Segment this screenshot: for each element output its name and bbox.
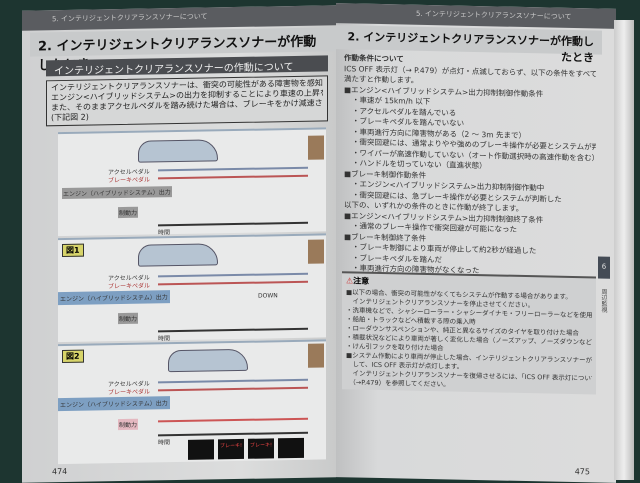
time-axis: [158, 431, 308, 437]
down-label: DOWN: [258, 292, 278, 300]
time-label: 時間: [158, 229, 171, 237]
page-title: 2. インテリジェントクリアランスソナーが作動したとき: [336, 25, 602, 64]
car-illustration: [138, 243, 218, 267]
left-page: 5. インテリジェントクリアランスソナーについて 2. インテリジェントクリアラ…: [22, 5, 336, 483]
wall-illustration: [308, 239, 324, 264]
intro-box: インテリジェントクリアランスソナーは、衝突の可能性がある障害物を感知したとき、 …: [46, 75, 328, 127]
page-title: 2. インテリジェントクリアランスソナーが作動したとき: [30, 27, 336, 73]
brake-label: ブレーキペダル: [108, 282, 151, 291]
page-number: 475: [574, 467, 590, 477]
brake-warning-display: ブレーキ!: [218, 438, 244, 460]
braking-line: [158, 417, 308, 423]
diagram-figure-2: 図2 アクセルペダル ブレーキペダル エンジン（ハイブリッドシステム）出力 制動…: [58, 339, 326, 465]
meter-display: [188, 439, 214, 460]
engine-label: エンジン（ハイブリッドシステム）出力: [62, 186, 172, 200]
brake-label: ブレーキペダル: [108, 388, 151, 397]
page-number: 474: [52, 466, 68, 477]
chapter-side-label: 周辺監視: [600, 288, 607, 313]
brake-line: [158, 174, 308, 180]
wall-illustration: [308, 343, 324, 368]
car-illustration: [138, 139, 218, 163]
chapter-tab: 6: [598, 256, 610, 279]
time-label: 時間: [158, 439, 171, 447]
time-axis: [158, 221, 308, 227]
accel-line: [158, 166, 308, 172]
time-axis: [158, 327, 308, 333]
time-label: 時間: [158, 335, 171, 343]
caution-title-text: 注意: [353, 276, 370, 286]
right-page: 5. インテリジェントクリアランスソナーについて 2. インテリジェントクリアラ…: [336, 3, 616, 483]
page-edges: [614, 20, 634, 480]
brake-label: ブレーキペダル: [108, 176, 151, 185]
running-header: 5. インテリジェントクリアランスソナーについて: [22, 5, 336, 31]
wall-illustration: [308, 135, 324, 160]
diagram-normal: アクセルペダル ブレーキペダル エンジン（ハイブリッドシステム）出力 制動力 時…: [58, 127, 326, 236]
brake-line: [158, 386, 308, 392]
diagram-figure-1: 図1 アクセルペダル ブレーキペダル エンジン（ハイブリッドシステム）出力 DO…: [58, 233, 326, 342]
engine-label: エンジン（ハイブリッドシステム）出力: [58, 396, 170, 412]
engine-label: エンジン（ハイブリッドシステム）出力: [58, 290, 170, 306]
accel-line: [158, 272, 308, 278]
braking-label: 制動力: [118, 206, 139, 219]
brake-warning-display: ブレーキ!: [248, 438, 274, 459]
braking-label: 制動力: [118, 418, 139, 431]
meter-display: [278, 437, 304, 459]
braking-label: 制動力: [118, 312, 139, 325]
accel-line: [158, 378, 308, 384]
caution-text: ■以下の場合、衝突の可能性がなくてもシステムが作動する場合があります。 インテリ…: [342, 288, 596, 392]
figure-1-badge: 図1: [62, 243, 84, 258]
caution-box: ⚠注意 ■以下の場合、衝突の可能性がなくてもシステムが作動する場合があります。 …: [342, 271, 596, 395]
figure-2-badge: 図2: [62, 349, 84, 364]
brake-line: [158, 280, 308, 286]
car-illustration: [168, 348, 248, 373]
